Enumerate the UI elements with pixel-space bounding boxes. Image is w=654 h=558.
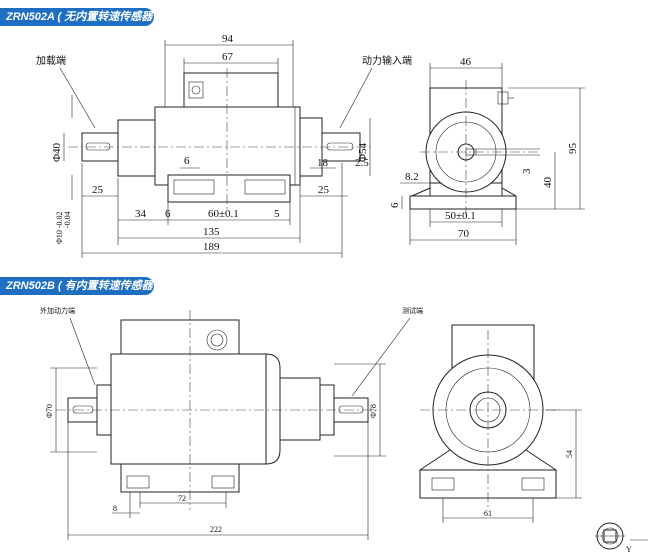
section-title-b: ZRN502B ( 有内置转速传感器 ) [0,277,154,310]
dim-18: 18 [317,157,329,169]
label-external-power-end: 外加动力端 [40,306,75,315]
dim-95: 95 [567,143,579,155]
dim-135: 135 [203,226,220,238]
dim-phi54: Φ54 [357,142,369,162]
dim-222: 222 [210,525,222,534]
dim-54: 54 [565,450,574,458]
dim-72: 72 [178,494,186,503]
dim-189: 189 [203,241,220,253]
dim-2-5: 2.5 [355,157,369,169]
dim-6b: 6 [165,208,171,220]
label-load-end: 加载端 [36,54,66,67]
a-end-view: 46 95 40 3 8.2 6 50±0.1 [389,56,585,245]
dim-94: 94 [222,33,234,45]
dim-60: 60±0.1 [208,208,239,220]
dim-50: 50±0.1 [445,210,476,222]
section-title-a: ZRN502A ( 无内置转速传感器 ) [0,8,154,41]
dim-phi70: Φ70 [45,404,54,418]
dim-8-2: 8.2 [405,171,419,183]
dim-40: 40 [542,177,554,189]
b-side-view: 外加动力端 测试端 Φ70 Φ78 72 8 [40,306,423,540]
dim-34: 34 [135,208,147,220]
dim-8: 8 [113,504,117,513]
shaft-section-detail: Y [595,522,648,554]
dim-46: 46 [460,56,472,68]
dim-3: 3 [521,168,533,174]
b-end-view: 54 61 [419,324,582,523]
dim-phi40: Φ40 [51,142,63,162]
dim-67: 67 [222,51,234,63]
dim-25-right: 25 [318,184,330,196]
dim-25-left: 25 [92,184,104,196]
dim-70: 70 [458,228,470,240]
dim-5: 5 [274,208,280,220]
dim-61: 61 [484,509,492,518]
dim-phi78: Φ78 [369,404,378,418]
label-power-input-end: 动力输入端 [362,54,412,67]
dim-tol-lower: -0.04 [63,211,72,228]
dim-phi10-tol: Φ10 -0.02 [55,211,64,244]
dim-key: Y [626,545,632,554]
a-side-view: 94 67 加载端 动力输入端 Φ40 Φ10 -0.02 -0.04 Φ54 … [36,33,412,258]
dim-6a: 6 [184,155,190,167]
dim-6c: 6 [389,202,401,208]
label-test-end: 测试端 [402,306,423,315]
